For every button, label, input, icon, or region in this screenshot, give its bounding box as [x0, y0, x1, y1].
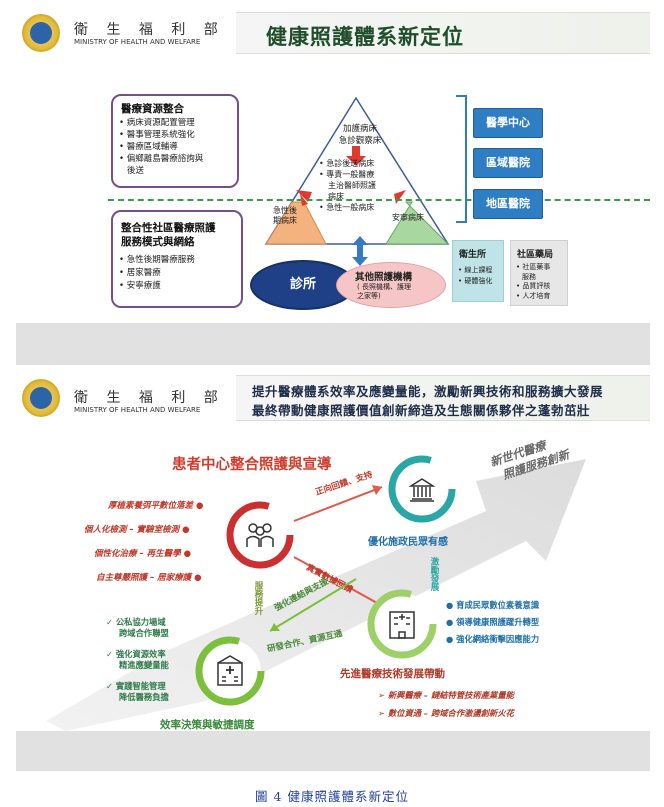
ministry-name-en: MINISTRY OF HEALTH AND WELFARE [74, 38, 201, 46]
triangle-middle-item: • 專責一般醫療 [319, 170, 375, 179]
care-level-triangle [264, 96, 450, 245]
slide-2: 衛 生 福 利 部 MINISTRY OF HEALTH AND WELFARE… [16, 371, 650, 771]
efficiency-item: ✓ 實踐智能管理降低醫務負擔 [106, 681, 169, 702]
community-care-heading-1: 整合性社區醫療照護 [121, 222, 216, 234]
community-pharmacy-box: 社區藥局 • 社區藥事 服務 • 品質評核 • 人才培育 [510, 240, 568, 306]
triangle-middle-item: • 急性一般病床 [319, 203, 375, 212]
hospice-bed-label: 安寧病床 [392, 213, 424, 222]
slide-1: 衛 生 福 利 部 MINISTRY OF HEALTH AND WELFARE… [16, 4, 650, 366]
tech-item: ➢ 新興醫療 – 鏈結特管技術產業量能 [378, 690, 514, 700]
regional-hospital-box: 區域醫院 [473, 148, 543, 178]
resource-item: • 醫事管理系統強化 [119, 130, 195, 140]
slide-2-title-line-2: 最終帶動健康照護價值創新締造及生態關係夥伴之蓬勃茁壯 [252, 403, 591, 418]
community-pharmacy-items: • 社區藥事 服務 • 品質評核 • 人才培育 [516, 263, 551, 300]
people-group-icon [246, 523, 274, 547]
patient-center-item: 厚植素養弭平數位落差 ● [108, 501, 204, 511]
slide-1-title-band: 健康照護體系新定位 [236, 12, 650, 54]
inspire-development-label: 激勵發展 [429, 557, 439, 591]
patient-center-item: 個性化治療 – 再生醫學 ● [94, 549, 192, 559]
service-improvement-label: 服務提升 [253, 581, 263, 615]
policy-item: ● 強化網絡衝擊因應能力 [446, 634, 540, 644]
slide-2-footer-band [16, 731, 650, 771]
policy-item: ● 育成民眾數位素養意識 [446, 600, 540, 610]
efficiency-item: ✓ 公私協力場域跨域合作聯盟 [106, 617, 169, 638]
triangle-middle-list: • 急診後送病床 • 專責一般醫療 主治醫師照護 病床 • 急性一般病床 [319, 158, 376, 213]
patient-center-item: 個人化檢測 – 實驗室檢測 ● [84, 525, 190, 535]
double-arrow-icon [352, 236, 368, 266]
health-station-box: 衛生所 • 線上課程 • 硬體強化 [452, 240, 504, 302]
district-hospital-box: 地區醫院 [473, 189, 543, 219]
other-institutions-ellipse: 其他照護機構 ( 長照機構、護理之家等) [336, 262, 446, 308]
community-care-heading-2: 服務模式與網絡 [121, 236, 195, 248]
clinic-label: 診所 [289, 277, 316, 292]
ministry-name-zh: 衛 生 福 利 部 [74, 390, 225, 406]
ministry-name-zh: 衛 生 福 利 部 [74, 22, 225, 38]
resource-item: • 醫療區域輔導 [119, 142, 178, 152]
community-care-box: 整合性社區醫療照護 服務模式與網絡 • 急性後期醫療服務 • 居家醫療 • 安寧… [111, 210, 243, 308]
slide-1-header: 衛 生 福 利 部 MINISTRY OF HEALTH AND WELFARE… [16, 4, 650, 59]
medical-center-box: 醫學中心 [473, 108, 543, 138]
resource-integration-heading: 醫療資源整合 [121, 103, 184, 115]
efficiency-item: ✓ 強化資源效率精進應變量能 [106, 649, 169, 670]
patient-center-heading: 患者中心整合照護與宣導 [172, 457, 332, 473]
resource-item: • 偏鄉離島醫療諮詢與 [119, 154, 204, 164]
patient-center-item: 自主尊嚴照護 – 居家療護 ● [96, 573, 202, 583]
health-station-items: • 線上課程 • 硬體強化 [458, 266, 493, 285]
tech-item: ➢ 數位資通 – 跨域合作激盪創新火花 [378, 708, 514, 718]
resource-item-continued: 後送 [127, 166, 145, 176]
tech-title: 先進醫療技術發展帶動 [340, 668, 445, 680]
government-building-icon [408, 478, 436, 502]
slide-1-title: 健康照護體系新定位 [266, 25, 464, 49]
hospital-building-icon [389, 611, 415, 639]
forward-feedback-arrow [293, 485, 383, 522]
community-item: • 急性後期醫療服務 [119, 255, 195, 265]
ministry-logo [22, 379, 60, 417]
post-acute-bed-label: 急性後期病床 [273, 206, 297, 225]
other-institutions-note: ( 長照機構、護理之家等) [357, 283, 411, 300]
slide-1-footer-band [16, 323, 650, 365]
clinic-building-icon [217, 655, 243, 686]
resource-integration-box: 醫療資源整合 • 病床資源配置管理 • 醫事管理系統強化 • 醫療區域輔導 • … [111, 94, 239, 188]
triangle-middle-item: • 急診後送病床 [319, 159, 375, 168]
community-item: • 居家醫療 [119, 268, 161, 278]
slide-2-title-band: 提升醫療體系效率及應變量能，激勵新興技術和服務擴大發展 最終帶動健康照護價值創新… [236, 375, 650, 421]
dashed-divider [108, 199, 650, 201]
triangle-top-text: 加護病床急診觀察床 [338, 124, 382, 146]
tech-ring [367, 589, 437, 659]
resource-item: • 病床資源配置管理 [119, 118, 195, 128]
hospital-bracket [456, 95, 467, 223]
other-institutions-title: 其他照護機構 [355, 272, 413, 283]
triangle-middle-item: 主治醫師照護 [328, 181, 376, 190]
efficiency-title: 效率決策與敏捷調度 [160, 719, 255, 731]
figure-caption: 圖 4 健康照護體系新定位 [255, 789, 409, 804]
policy-item: ● 領導健康照護躍升轉型 [446, 617, 540, 627]
community-item: • 安寧療護 [119, 281, 161, 291]
triangle-middle-item: 病床 [328, 192, 344, 201]
health-station-title: 衛生所 [459, 250, 487, 260]
slide-2-title-line-1: 提升醫療體系效率及應變量能，激勵新興技術和服務擴大發展 [252, 384, 604, 399]
community-pharmacy-title: 社區藥局 [517, 250, 554, 260]
background-growth-arrow [46, 459, 586, 731]
ministry-logo [22, 14, 60, 52]
policy-title: 優化施政民眾有感 [368, 537, 448, 548]
strengthen-link-arrow [269, 578, 357, 632]
ministry-name-en: MINISTRY OF HEALTH AND WELFARE [74, 406, 201, 414]
